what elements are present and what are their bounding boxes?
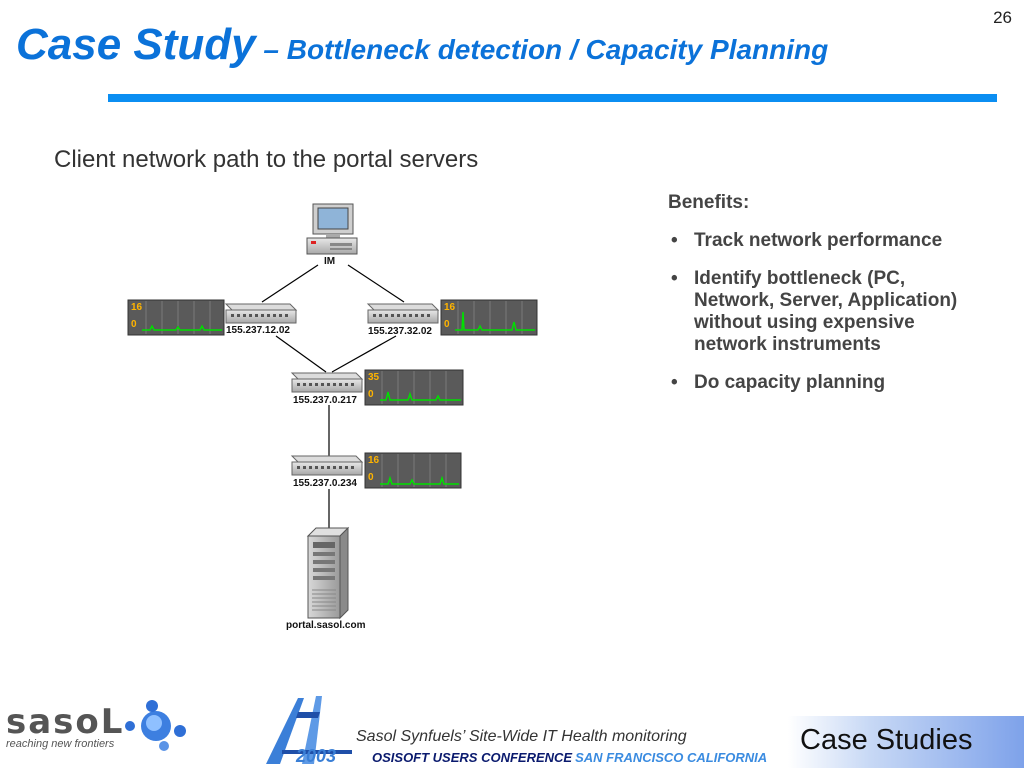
gauge-min-label: 0: [368, 389, 374, 400]
router-icon: [290, 372, 364, 393]
gauge-min-label: 0: [131, 319, 137, 330]
sasol-tagline: reaching new frontiers: [6, 738, 115, 750]
conference-arch-icon: [266, 696, 352, 764]
client-label: IM: [324, 256, 336, 267]
trend-gauge-icon: [364, 369, 464, 406]
benefits-list: Track network performance Identify bottl…: [668, 230, 968, 394]
conference-year: 2003: [296, 746, 337, 766]
node-label: 155.237.12.02: [226, 325, 290, 336]
gauge-min-label: 0: [444, 319, 450, 330]
router-icon: [224, 303, 298, 324]
section-label: Case Studies: [800, 724, 973, 756]
server-icon: [306, 526, 350, 620]
gauge-max-label: 16: [444, 302, 456, 313]
gauge-max-label: 16: [368, 455, 380, 466]
gauge-max-label: 16: [131, 302, 143, 313]
trend-gauge-icon: [127, 299, 225, 336]
router-icon: [366, 303, 440, 324]
node-label: 155.237.32.02: [368, 326, 432, 337]
trend-gauge-icon: [364, 452, 462, 489]
title-sub: – Bottleneck detection / Capacity Planni…: [255, 34, 829, 65]
client-pc-icon: [306, 203, 358, 255]
gauge-max-label: 35: [368, 372, 380, 383]
footer: sasoL reaching new frontiers 2003 Sasol …: [0, 688, 1024, 768]
gauge-min-label: 0: [368, 472, 374, 483]
title-main: Case Study: [16, 20, 256, 69]
sasol-wordmark: sasoL: [6, 702, 125, 742]
sasol-logo: sasoL reaching new frontiers: [6, 702, 124, 750]
router-icon: [290, 455, 364, 476]
benefit-item: Identify bottleneck (PC, Network, Server…: [668, 268, 968, 356]
slide-number: 26: [993, 8, 1012, 27]
title-rule: [108, 94, 997, 102]
benefit-item: Track network performance: [668, 230, 968, 252]
server-label: portal.sasol.com: [286, 620, 366, 631]
conference-name: OSISOFT USERS CONFERENCE: [372, 750, 573, 765]
benefits-panel: Benefits: Track network performance Iden…: [668, 192, 968, 410]
node-label: 155.237.0.217: [293, 395, 357, 406]
benefit-item: Do capacity planning: [668, 372, 968, 394]
footer-conference-text: Sasol Synfuels’ Site-Wide IT Health moni…: [356, 728, 687, 745]
section-label-box: Case Studies: [788, 716, 1024, 768]
slide-subtitle: Client network path to the portal server…: [54, 146, 479, 173]
trend-gauge-icon: [440, 299, 538, 336]
molecule-logo-icon: [125, 700, 186, 751]
node-label: 155.237.0.234: [293, 478, 357, 489]
benefits-heading: Benefits:: [668, 192, 750, 213]
slide-title: Case Study – Bottleneck detection / Capa…: [16, 20, 828, 70]
conference-location: SAN FRANCISCO CALIFORNIA: [575, 750, 768, 765]
